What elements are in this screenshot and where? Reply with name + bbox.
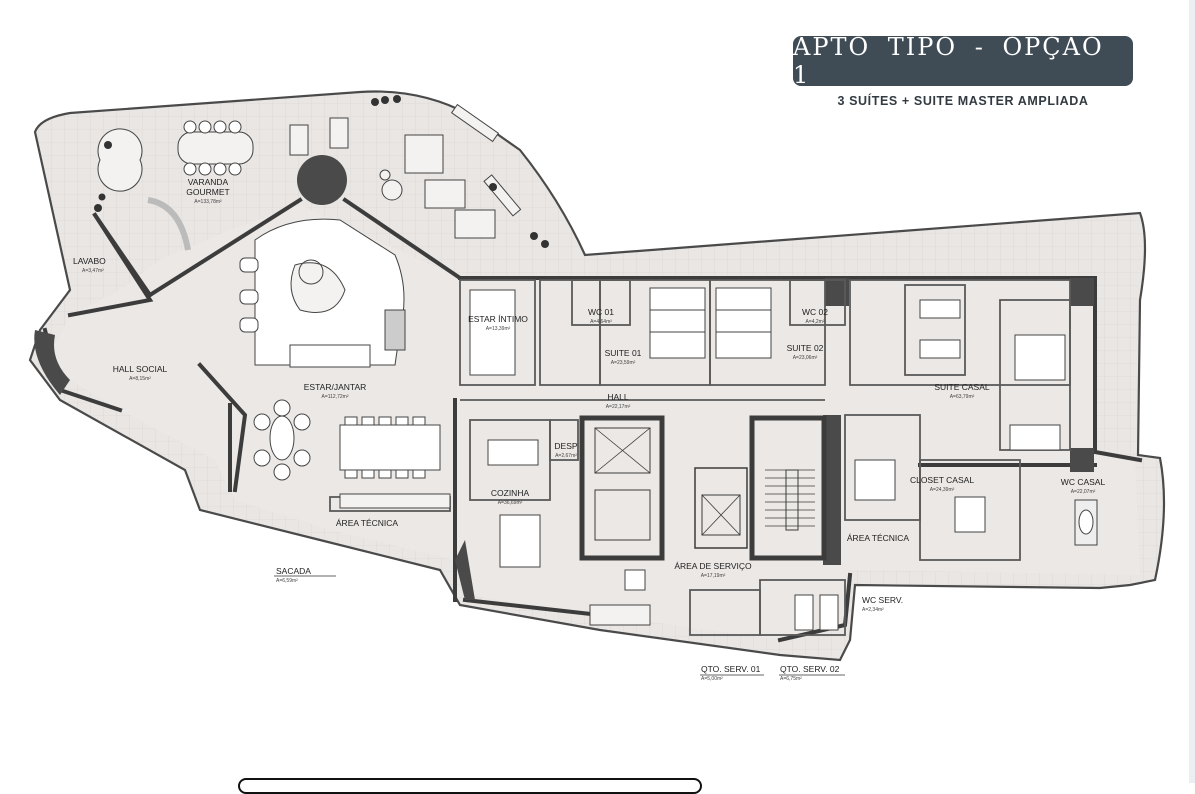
cozinha-label: COZINHA [491,488,530,498]
planters [94,95,549,248]
closet-casal-area: A=24,39m² [930,487,955,493]
sacada-area: A=6,59m² [276,578,298,584]
suite02-label: SUITE 02 [787,343,824,353]
hall-area: A=22,17m² [606,404,631,410]
qto-serv01-label: QTO. SERV. 01 [701,664,761,674]
wc02-area: A=4,2m² [805,319,824,325]
structural-columns [34,155,1094,600]
furniture-living [239,218,451,509]
page-edge [1189,0,1195,783]
suite01-label: SUITE 01 [605,348,642,358]
area-servico-area: A=17,19m² [701,573,726,579]
closet-casal-label: CLOSET CASAL [910,475,974,485]
lavabo-area: A=3,47m² [82,268,104,274]
page-title-badge: APTO TIPO - OPÇÃO 1 [793,33,1133,89]
hall-label: HALL [607,392,629,402]
wc-serv-area: A=2,34m² [862,607,884,613]
suite02-area: A=23,06m² [793,355,818,361]
qto-serv01-area: A=5,00m² [701,676,723,682]
desp-label: DESP [554,441,577,451]
area-tecnica-2-label: ÁREA TÉCNICA [847,533,910,543]
wc-casal-label: WC CASAL [1061,477,1106,487]
sacada-label: SACADA [276,566,311,576]
lavabo-label: LAVABO [73,256,106,266]
wc02-label: WC 02 [802,307,828,317]
wc01-label: WC 01 [588,307,614,317]
elevator-core [579,415,827,561]
wc01-area: A=4,64m² [590,319,612,325]
suite-casal-label: SUITE CASAL [934,382,990,392]
estar-jantar-label: ESTAR/JANTAR [304,382,367,392]
estar-intimo-label: ESTAR ÍNTIMO [468,314,528,324]
estar-jantar-area: A=112,72m² [321,394,348,400]
room-labels: VARANDA GOURMET A=133,78m² LAVABO A=3,47… [73,177,1105,682]
wc-casal-area: A=22,07m² [1071,489,1096,495]
wc-serv-label: WC SERV. [862,595,903,605]
cozinha-area: A=36,69m² [498,500,523,506]
hall-social-area: A=8,15m² [129,376,151,382]
page-subtitle: 3 SUÍTES + SUITE MASTER AMPLIADA [837,94,1089,108]
area-servico-label: ÁREA DE SERVIÇO [674,561,752,571]
area-tecnica-1-label: ÁREA TÉCNICA [336,518,399,528]
varanda-gourmet-label: VARANDA [188,177,229,187]
furniture-varanda [97,103,522,251]
bottom-panel-edge [238,778,702,794]
desp-area: A=2,67m² [555,453,577,459]
furniture-bedrooms [469,287,1098,631]
varanda-gourmet-label-2: GOURMET [186,187,229,197]
varanda-gourmet-area: A=133,78m² [194,199,222,205]
estar-intimo-area: A=13,39m² [486,326,511,332]
suite-casal-area: A=63,79m² [950,394,975,400]
qto-serv02-label: QTO. SERV. 02 [780,664,840,674]
qto-serv02-area: A=6,75m² [780,676,802,682]
hall-social-label: HALL SOCIAL [113,364,168,374]
page-title: APTO TIPO - OPÇÃO 1 [793,33,1104,89]
suite01-area: A=23,59m² [611,360,636,366]
